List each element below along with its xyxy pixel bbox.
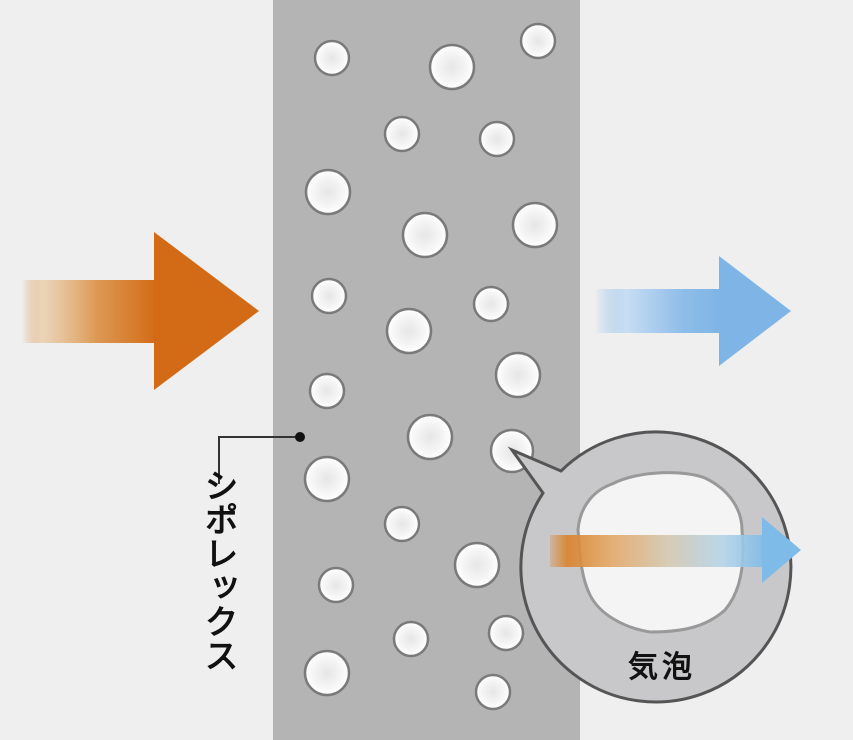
bubble-label: 気泡	[628, 650, 696, 685]
air-bubble	[392, 620, 430, 658]
air-bubble	[406, 413, 454, 461]
air-bubble	[511, 201, 559, 249]
bubble-callout	[507, 430, 801, 704]
air-bubble	[478, 120, 516, 158]
air-bubble	[317, 566, 355, 604]
label-leader-line	[218, 432, 305, 484]
air-bubble	[308, 372, 346, 410]
air-bubble	[519, 22, 557, 60]
air-bubble	[303, 455, 351, 503]
air-bubble	[304, 168, 352, 216]
leader-dot	[295, 432, 305, 442]
heat-through-bubble-arrowhead	[762, 517, 801, 583]
air-bubble	[401, 211, 449, 259]
air-bubble	[383, 505, 421, 543]
air-bubble	[303, 649, 351, 697]
heat-out-arrow	[595, 256, 791, 366]
heat-through-bubble-bar	[550, 535, 765, 567]
air-bubble	[453, 541, 501, 589]
air-bubble	[313, 39, 351, 77]
siporex-label: シポレックス	[198, 468, 238, 672]
air-bubble	[428, 43, 476, 91]
air-bubble	[310, 277, 348, 315]
air-bubble	[385, 307, 433, 355]
air-bubble	[474, 673, 512, 711]
air-bubble	[472, 285, 510, 323]
air-bubbles	[303, 22, 559, 711]
air-bubble	[487, 614, 525, 652]
air-bubble	[383, 115, 421, 153]
heat-in-arrow	[22, 232, 259, 390]
air-bubble	[494, 351, 542, 399]
